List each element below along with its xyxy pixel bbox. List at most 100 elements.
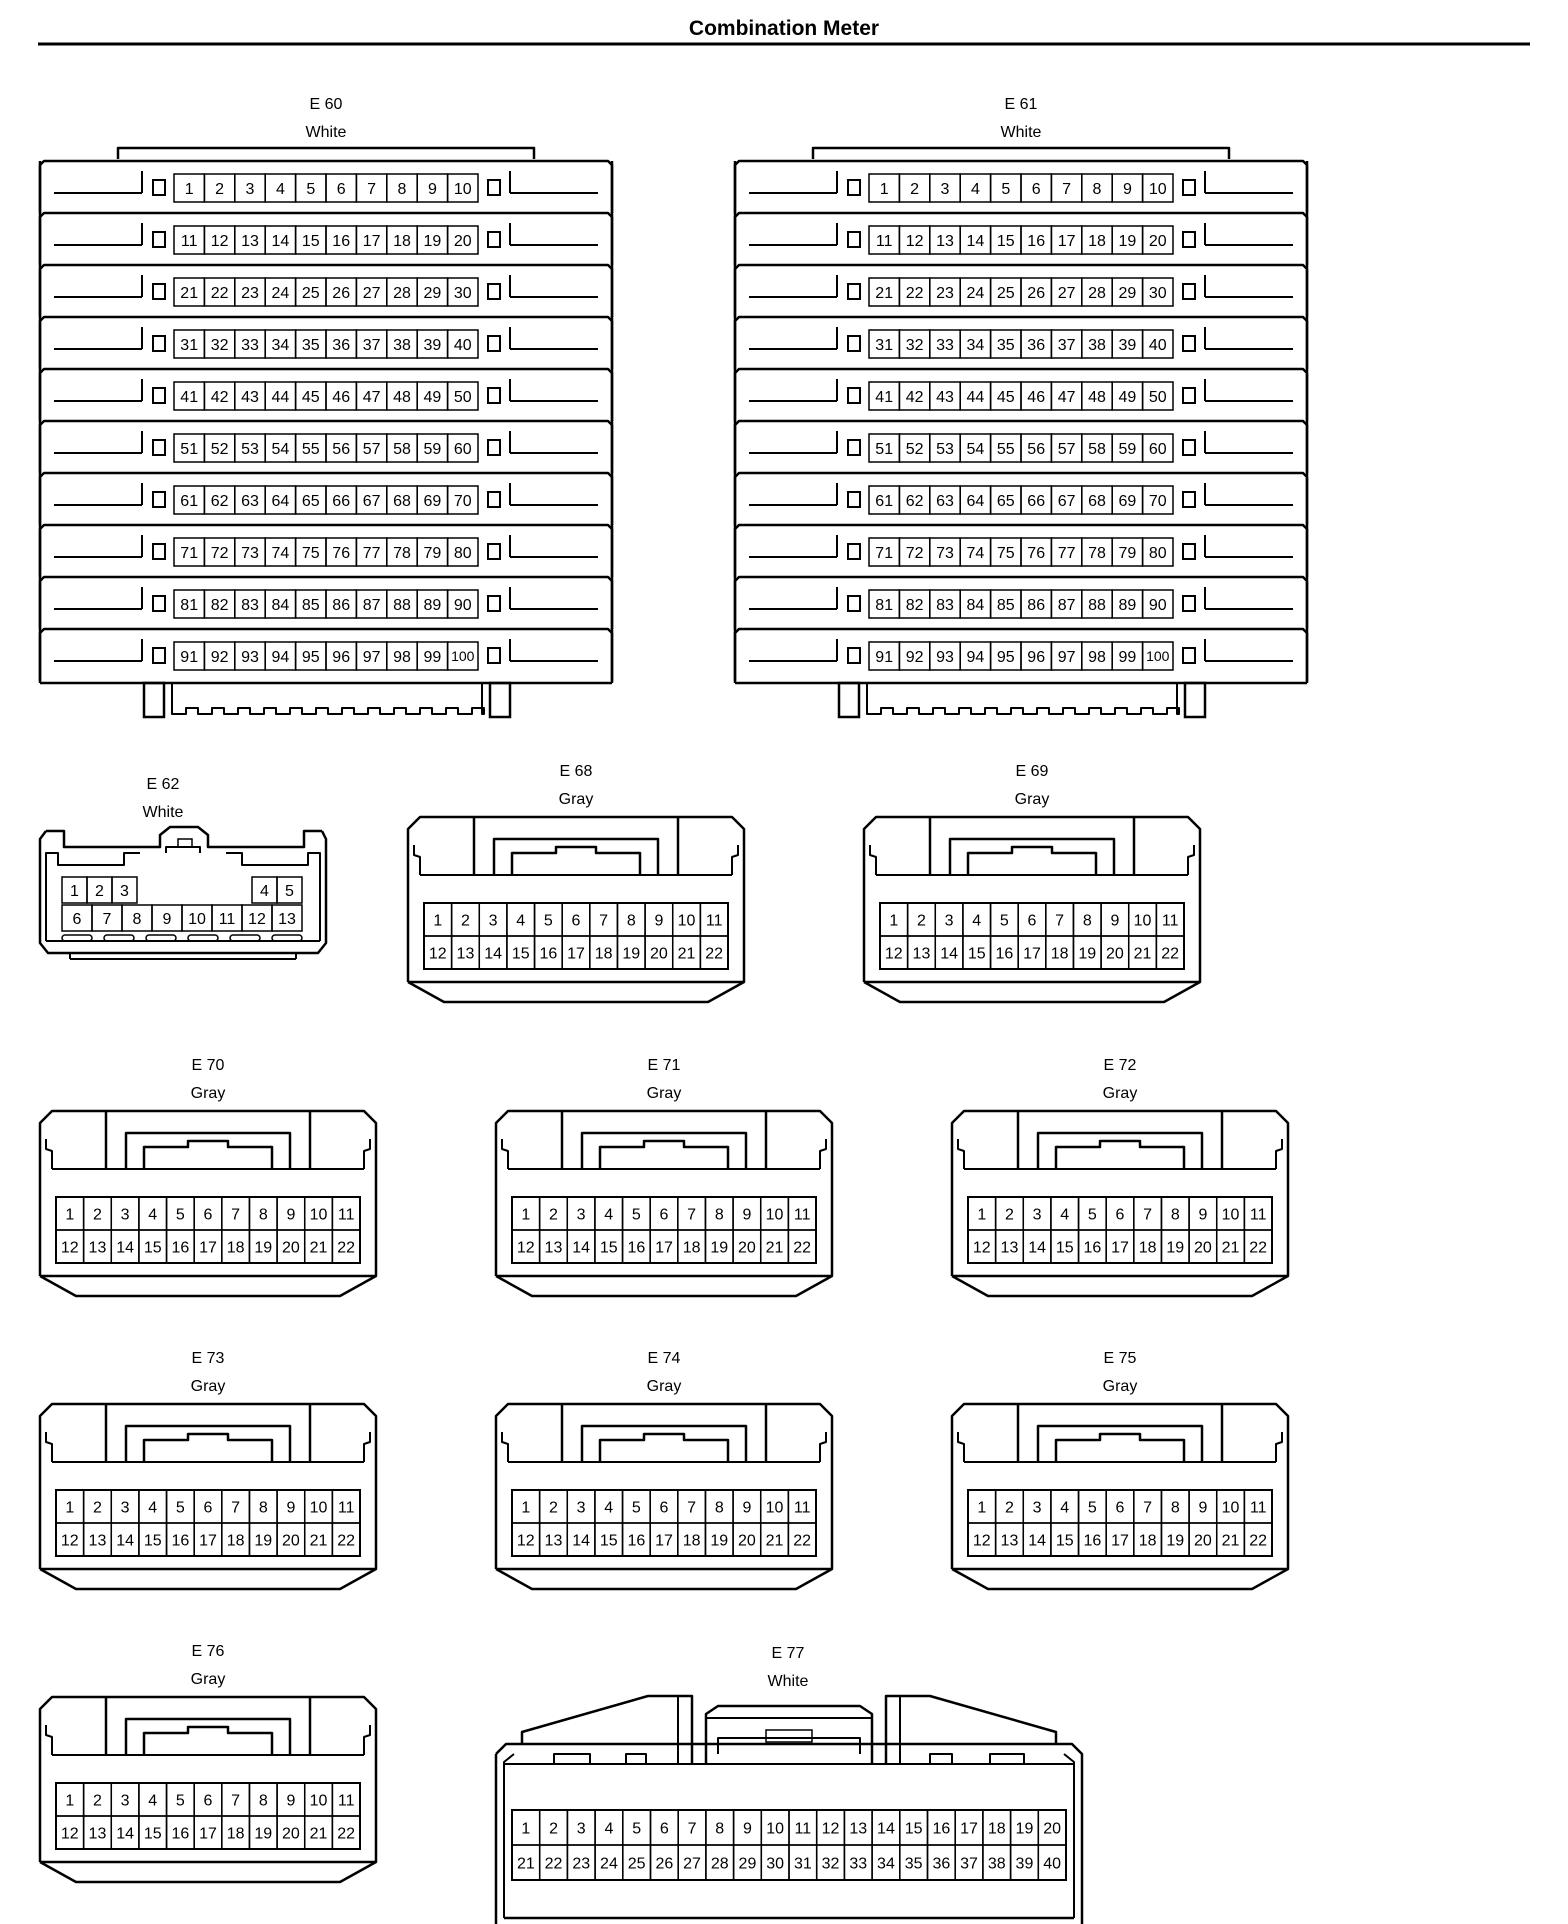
pin-cell [1141,329,1174,359]
pin-number: 22 [793,1239,811,1256]
pin-number: 47 [1058,389,1076,406]
pin-number: 52 [906,441,924,458]
pin-number: 16 [1083,1239,1101,1256]
pin-number: 44 [272,389,290,406]
pin-number: 3 [1033,1499,1042,1516]
pin-number: 37 [960,1855,978,1872]
pin-cell [446,381,479,411]
pin-number: 30 [1149,285,1167,302]
pin-number: 32 [906,337,924,354]
connector-label: E 69 [1016,763,1049,780]
latch-square [487,283,501,300]
pin-number: 1 [65,1499,74,1516]
pin-number: 96 [332,649,350,666]
pin-number: 28 [393,285,411,302]
pin-number: 9 [163,911,172,928]
pin-number: 72 [906,545,924,562]
connector-e76: E 76Gray11221331441551661771881992010211… [38,1643,378,1884]
pin-number: 11 [219,911,236,928]
pin-number: 60 [1149,441,1167,458]
pin-number: 18 [683,1239,701,1256]
pin-number: 19 [710,1239,728,1256]
key-notch [142,1139,274,1169]
pin-number: 22 [906,285,924,302]
pin-number: 5 [1088,1206,1097,1223]
pin-number: 8 [1083,912,1092,929]
connector-color: Gray [647,1085,682,1102]
connector-body [38,1695,378,1884]
pin-number: 57 [363,441,381,458]
connector-body [950,1109,1290,1298]
key-frame [492,837,660,875]
pin-number: 3 [941,181,950,198]
pin-number: 14 [877,1820,895,1837]
pin-number: 3 [945,912,954,929]
pin-number: 98 [393,649,411,666]
pin-number: 30 [766,1855,784,1872]
pin-number: 12 [429,945,447,962]
pin-number: 34 [967,337,985,354]
pin-number: 22 [545,1855,563,1872]
pin-number: 50 [1149,389,1167,406]
pin-number: 8 [627,912,636,929]
pin-number: 9 [743,1820,752,1837]
pin-cell [1243,1522,1273,1557]
pin-number: 2 [917,912,926,929]
pin-number: 14 [967,233,985,250]
pin-number: 15 [144,1825,162,1842]
pin-number: 16 [332,233,350,250]
pin-number: 15 [600,1239,618,1256]
connector-body [494,1402,834,1591]
pin-number: 24 [967,285,985,302]
pin-number: 75 [997,545,1015,562]
pin-number: 1 [889,912,898,929]
pin-cell [446,225,479,255]
pin-number: 71 [875,545,893,562]
pin-number: 3 [121,1792,130,1809]
pin-number: 4 [971,181,980,198]
pin-number: 20 [738,1239,756,1256]
right-shoulder [884,1694,1058,1764]
pin-number: 2 [549,1820,558,1837]
pin-number: 19 [710,1532,728,1549]
connector-color: Gray [1015,791,1050,808]
key-frame [1036,1131,1204,1169]
pin-cell [446,485,479,515]
connector-e71: E 71Gray11221331441551661771881992010211… [494,1057,834,1298]
pin-number: 41 [875,389,893,406]
pin-number: 22 [1249,1532,1267,1549]
key-frame [124,1717,292,1755]
pin-number: 71 [180,545,198,562]
pin-number: 1 [65,1792,74,1809]
pin-number: 22 [1161,945,1179,962]
pin-number: 79 [1119,545,1137,562]
pin-number: 14 [1028,1532,1046,1549]
pin-number: 32 [822,1855,840,1872]
connector-color: Gray [1103,1085,1138,1102]
pin-number: 54 [272,441,290,458]
pin-number: 16 [1083,1532,1101,1549]
pin-number: 8 [1171,1499,1180,1516]
pin-number: 88 [393,597,411,614]
pin-number: 14 [484,945,502,962]
pin-number: 2 [93,1499,102,1516]
pin-number: 34 [272,337,290,354]
connector-e74: E 74Gray11221331441551661771881992010211… [494,1350,834,1591]
pin-number: 8 [398,181,407,198]
pin-number: 18 [1051,945,1069,962]
latch-square [1182,491,1196,508]
pin-number: 36 [1027,337,1045,354]
latch-square [152,283,166,300]
pin-number: 29 [424,285,442,302]
pin-number: 39 [1016,1855,1034,1872]
pin-number: 3 [577,1499,586,1516]
pin-number: 12 [248,911,266,928]
pin-number: 7 [231,1499,240,1516]
pin-number: 28 [711,1855,729,1872]
pin-number: 89 [1119,597,1137,614]
latch-square [847,387,861,404]
